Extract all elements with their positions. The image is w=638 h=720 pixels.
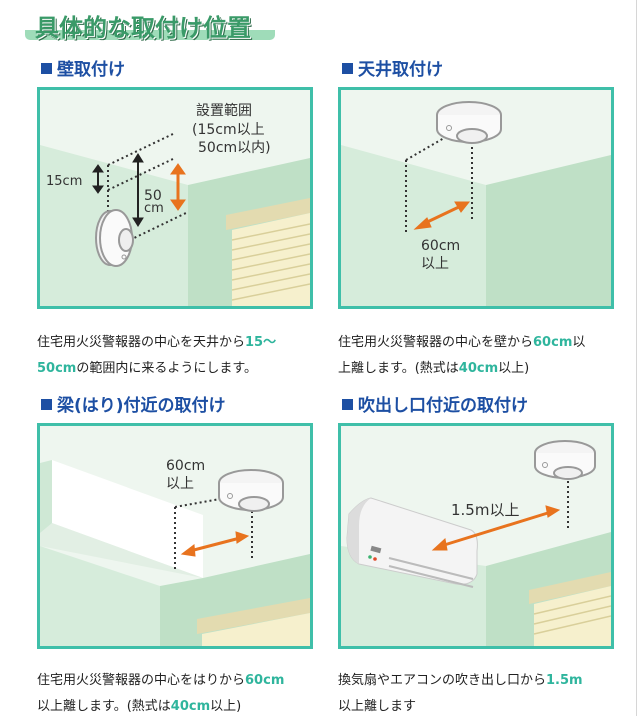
blind-top (197, 598, 310, 634)
section-heading-text: 壁取付け (57, 60, 125, 80)
section-ceiling-mount: 天井取付け 60cm 以上 住宅用火災警報器の中心を (338, 58, 614, 376)
desc-text: 換気扇やエアコンの吹き出し口から (338, 673, 547, 688)
desc-text: 住宅用火災警報器の中心を天井から (37, 335, 246, 350)
left-wall (341, 145, 486, 306)
desc-text: 住宅用火災警報器の中心をはりから (37, 673, 246, 688)
beam (52, 460, 203, 578)
desc-text: 以上) (210, 699, 242, 714)
smoke-detector-side (95, 209, 134, 267)
section-heading: 天井取付け (338, 58, 614, 82)
section-description: 換気扇やエアコンの吹き出し口から1.5m 以上離します (338, 668, 623, 720)
page-title-block: 具体的な取付け位置 (25, 8, 275, 42)
desc-highlight: 50cm (37, 361, 77, 376)
ceiling-mount-svg: 60cm 以上 (341, 90, 611, 306)
square-bullet-icon (41, 63, 52, 74)
dim-60cm-label: 60cm (421, 238, 460, 254)
desc-highlight: 60cm (245, 673, 285, 688)
section-heading: 吹出し口付近の取付け (338, 394, 614, 418)
smoke-detector-ceiling (436, 101, 502, 144)
desc-text: 以上離します。(熱式は (37, 699, 171, 714)
dim-60cm-label: 60cm (166, 458, 205, 474)
desc-text: 上離します。(熱式は (338, 361, 459, 376)
section-heading-text: 吹出し口付近の取付け (358, 396, 528, 416)
air-outlet-illustration: 1.5m以上 (338, 423, 614, 649)
title-underline (25, 30, 275, 40)
section-description: 住宅用火災警報器の中心を壁から60cm以上離します。(熱式は40cm以上) (338, 330, 623, 382)
blind-top (529, 572, 611, 604)
desc-text: 以上離します (338, 699, 417, 714)
dim-above-label: 以上 (166, 476, 194, 492)
range-label-2: (15cm以上 (192, 122, 265, 138)
air-outlet-svg: 1.5m以上 (341, 426, 611, 646)
blind-top (226, 198, 310, 230)
desc-highlight: 15〜 (245, 335, 277, 350)
right-wall (486, 155, 611, 306)
section-description: 住宅用火災警報器の中心をはりから60cm 以上離します。(熱式は40cm以上) (37, 668, 322, 720)
dim-15cm-label: 15cm (46, 174, 82, 189)
section-heading: 梁(はり)付近の取付け (37, 394, 313, 418)
smoke-detector-ceiling (534, 440, 596, 480)
ceiling-mount-illustration: 60cm 以上 (338, 87, 614, 309)
wall-mount-svg: 設置範囲 (15cm以上 50cm以内) 15cm 50 cm (40, 90, 310, 306)
left-wall (40, 546, 160, 646)
beam-mount-svg: 60cm 以上 (40, 426, 310, 646)
beam-mount-illustration: 60cm 以上 (37, 423, 313, 649)
range-label-1: 設置範囲 (196, 102, 252, 119)
page-edge-divider (636, 0, 637, 716)
desc-text: 住宅用火災警報器の中心を壁から (338, 335, 534, 350)
section-beam-mount: 梁(はり)付近の取付け (37, 394, 313, 714)
desc-highlight: 1.5m (546, 673, 583, 688)
air-conditioner (346, 497, 478, 588)
square-bullet-icon (41, 399, 52, 410)
square-bullet-icon (342, 63, 353, 74)
section-heading: 壁取付け (37, 58, 313, 82)
dim-50-label: 50 (144, 188, 162, 204)
dim-cm-label: cm (144, 201, 164, 216)
section-description: 住宅用火災警報器の中心を天井から15〜 50cmの範囲内に来るようにします。 (37, 330, 322, 382)
desc-text: 以上) (498, 361, 530, 376)
wall-mount-illustration: 設置範囲 (15cm以上 50cm以内) 15cm 50 cm (37, 87, 313, 309)
section-air-outlet-mount: 吹出し口付近の取付け (338, 394, 614, 714)
desc-text: の範囲内に来るようにします。 (76, 361, 258, 376)
desc-highlight: 60cm (533, 335, 573, 350)
section-heading-text: 天井取付け (358, 60, 443, 80)
desc-highlight: 40cm (458, 361, 499, 376)
page-title: 具体的な取付け位置 (35, 14, 251, 42)
dim-above-label: 以上 (421, 256, 449, 272)
range-label-3: 50cm以内) (198, 140, 271, 156)
desc-text: 以 (572, 335, 586, 350)
section-wall-mount: 壁取付け (37, 58, 313, 376)
smoke-detector-ceiling (218, 469, 284, 512)
desc-highlight: 40cm (170, 699, 211, 714)
blind (202, 613, 310, 646)
section-heading-text: 梁(はり)付近の取付け (57, 396, 226, 416)
square-bullet-icon (342, 399, 353, 410)
dim-1-5m-label: 1.5m以上 (451, 501, 519, 519)
